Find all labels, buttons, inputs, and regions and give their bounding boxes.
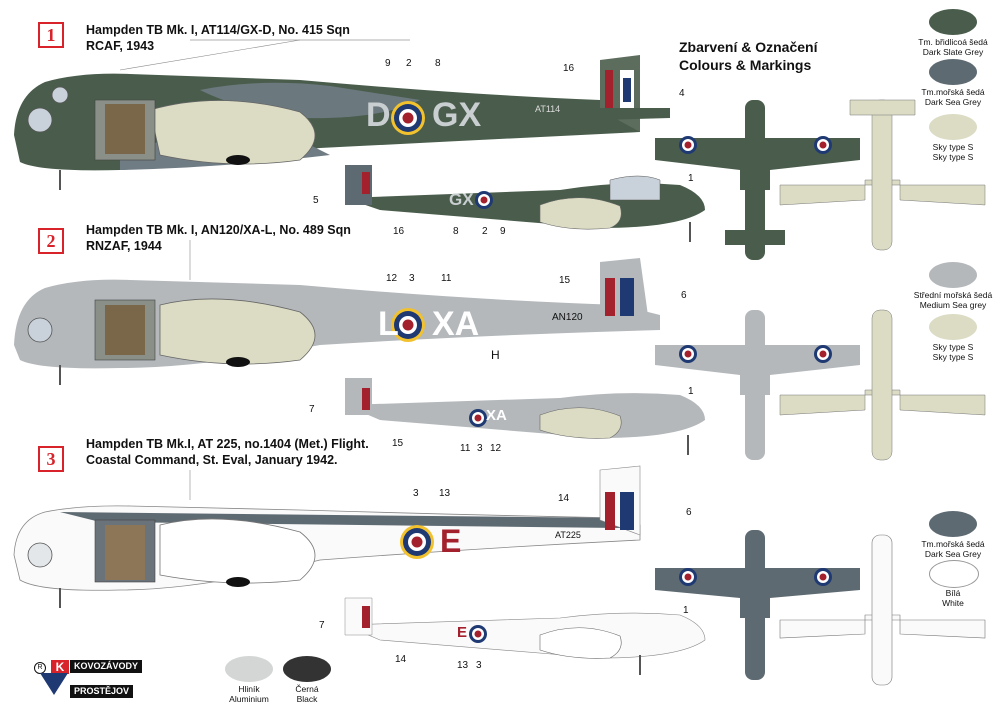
plan-view-2-bottom bbox=[779, 309, 986, 461]
colours-heading-en: Colours & Markings bbox=[679, 57, 812, 73]
callout: 5 bbox=[313, 195, 319, 206]
callout: 9 bbox=[500, 226, 506, 237]
profile-2-side-view bbox=[14, 240, 660, 385]
profile-1-serial: AT114 bbox=[535, 104, 561, 114]
callout: 12 bbox=[490, 443, 502, 454]
profile-3-title: Hampden TB Mk.I, AT 225, no.1404 (Met.) … bbox=[86, 436, 369, 468]
callout: 6 bbox=[686, 507, 692, 518]
profile-1-title-line2: RCAF, 1943 bbox=[86, 39, 155, 53]
profile-1-code-letters: GX bbox=[432, 96, 482, 134]
profile-3-title-line2: Coastal Command, St. Eval, January 1942. bbox=[86, 453, 338, 467]
profile-1-title-line1: Hampden TB Mk. I, AT114/GX-D, No. 415 Sq… bbox=[86, 23, 350, 37]
swatch-white bbox=[929, 560, 979, 588]
callout: 14 bbox=[558, 493, 570, 504]
colours-heading-cz: Zbarvení & Označení bbox=[679, 39, 818, 55]
callout: 12 bbox=[386, 273, 398, 284]
profile-1-side-view bbox=[14, 39, 670, 190]
profile-2-title: Hampden TB Mk. I, AN120/XA-L, No. 489 Sq… bbox=[86, 222, 351, 254]
swatch-sky-type-s bbox=[929, 114, 977, 140]
callout: 2 bbox=[406, 58, 412, 69]
callout: 13 bbox=[439, 488, 451, 499]
callout: 4 bbox=[679, 88, 685, 99]
profile-3-number: 3 bbox=[47, 449, 56, 469]
logo-bottom-text: PROSTĚJOV bbox=[70, 685, 134, 698]
callout: 15 bbox=[392, 438, 404, 449]
profile-1-title: Hampden TB Mk. I, AT114/GX-D, No. 415 Sq… bbox=[86, 22, 350, 54]
profile-2-badge: 2 bbox=[38, 228, 64, 254]
profile-1-small-codes: GX bbox=[449, 190, 474, 209]
callout: 16 bbox=[393, 226, 405, 237]
profile-1-number: 1 bbox=[47, 25, 56, 45]
profile-2-code-letters: XA bbox=[432, 305, 480, 343]
swatch-aluminium bbox=[225, 656, 273, 682]
profile-2-small-codes: XA bbox=[486, 407, 507, 424]
profile-2-title-line2: RNZAF, 1944 bbox=[86, 239, 162, 253]
profile-3-small-code: E bbox=[457, 624, 468, 641]
callout: 1 bbox=[688, 386, 694, 397]
logo-k-mark: K bbox=[51, 660, 69, 674]
profile-3-small-side bbox=[344, 597, 706, 675]
colours-heading: Zbarvení & Označení Colours & Markings bbox=[679, 38, 817, 74]
callout: 3 bbox=[476, 660, 482, 671]
plan-view-2-top bbox=[655, 310, 860, 460]
plan-view-3-bottom bbox=[779, 534, 986, 686]
profile-3-side-view bbox=[13, 465, 641, 608]
callout: 6 bbox=[681, 290, 687, 301]
profile-3-badge: 3 bbox=[38, 446, 64, 472]
profile-3-title-line1: Hampden TB Mk.I, AT 225, no.1404 (Met.) … bbox=[86, 437, 369, 451]
callout: 16 bbox=[563, 63, 575, 74]
callout: 1 bbox=[688, 173, 694, 184]
callout: 7 bbox=[319, 620, 325, 631]
plan-view-1-top bbox=[655, 100, 860, 260]
profile-2-title-line1: Hampden TB Mk. I, AN120/XA-L, No. 489 Sq… bbox=[86, 223, 351, 237]
swatch-dark-sea-grey-2 bbox=[929, 511, 977, 537]
callout: 9 bbox=[385, 58, 391, 69]
callout: 3 bbox=[413, 488, 419, 499]
plan-view-3-top bbox=[655, 530, 860, 680]
swatch-medium-sea-grey bbox=[929, 262, 977, 288]
callout: 1 bbox=[683, 605, 689, 616]
callout: 11 bbox=[460, 443, 471, 454]
registered-mark: R bbox=[34, 662, 46, 674]
swatch-dark-slate-grey bbox=[929, 9, 977, 35]
profile-3-serial: AT225 bbox=[555, 530, 581, 540]
profile-2-extra-mark: H bbox=[491, 348, 500, 362]
swatch-dark-sea-grey bbox=[929, 59, 977, 85]
profile-1-small-side bbox=[345, 165, 705, 242]
callout: 15 bbox=[559, 275, 571, 286]
callout: 2 bbox=[482, 226, 488, 237]
profile-2-code-letter: L bbox=[378, 305, 399, 343]
profile-3-code-letter: E bbox=[440, 523, 462, 559]
logo-top-text: KOVOZÁVODY bbox=[70, 660, 143, 673]
callout: 7 bbox=[309, 404, 315, 415]
profile-2-serial: AN120 bbox=[552, 312, 583, 323]
profile-1-badge: 1 bbox=[38, 22, 64, 48]
callout: 14 bbox=[395, 654, 407, 665]
callout: 8 bbox=[453, 226, 459, 237]
callout: 13 bbox=[457, 660, 469, 671]
profile-2-number: 2 bbox=[47, 231, 56, 251]
callout: 3 bbox=[477, 443, 483, 454]
callout: 3 bbox=[409, 273, 415, 284]
plan-view-1-bottom bbox=[779, 99, 986, 251]
callout: 8 bbox=[435, 58, 441, 69]
profile-1-code-letter: D bbox=[366, 96, 391, 134]
swatch-sky-type-s-2 bbox=[929, 314, 977, 340]
profile-2-small-side bbox=[345, 378, 705, 455]
swatch-black bbox=[283, 656, 331, 682]
callout: 11 bbox=[441, 273, 452, 284]
